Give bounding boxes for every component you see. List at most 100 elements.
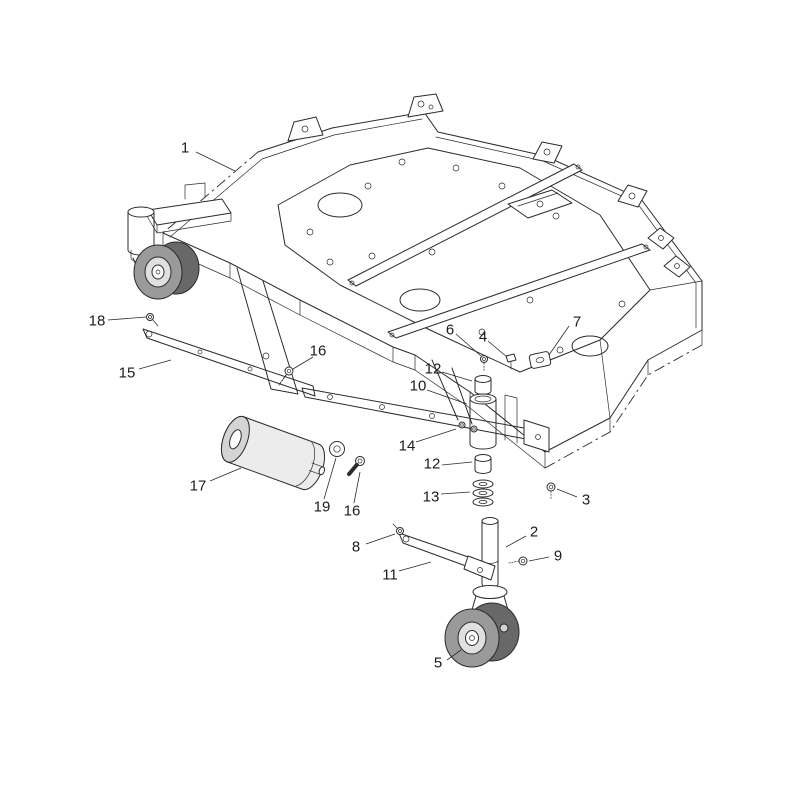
leader-15 — [138, 359, 172, 370]
left-caster-axle — [155, 269, 161, 275]
callout-labels: 1 18 15 16 17 19 16 6 4 7 12 10 14 12 13… — [89, 140, 591, 672]
callout-13: 13 — [423, 489, 440, 506]
roller-assembly — [220, 415, 365, 491]
deck-mount-box-hole — [536, 200, 544, 208]
roller-shaft-end — [318, 466, 326, 476]
hanger-gusset-right — [431, 359, 473, 425]
callout-6: 6 — [446, 322, 454, 339]
caster-spindle-stack — [469, 351, 556, 507]
top-bracket-3 — [532, 141, 563, 164]
bolt-18 — [146, 313, 159, 327]
deck-strap-lower — [387, 243, 651, 339]
leader-19 — [323, 457, 337, 500]
washer-stack-13 — [472, 479, 494, 507]
top-bracket-4 — [617, 184, 648, 208]
hanger-gusset-left-hole — [262, 352, 270, 360]
deck-channel-bracket — [504, 394, 518, 444]
deck-mount-box — [507, 189, 573, 219]
washer-19 — [329, 441, 345, 457]
side-bracket-2-hole — [674, 263, 680, 269]
strap-lower-hole-right — [643, 244, 649, 250]
side-bracket-1 — [647, 227, 675, 250]
deck-strap-upper — [347, 163, 583, 287]
clip-7 — [528, 351, 552, 369]
top-bracket-1 — [287, 116, 324, 142]
top-bracket-4-hole — [628, 192, 636, 200]
support-bar-hole-a — [327, 394, 333, 400]
callout-7: 7 — [573, 314, 581, 331]
deck-assembly — [162, 93, 703, 469]
top-bracket-3-hole — [543, 148, 551, 156]
callout-10: 10 — [410, 378, 427, 395]
leader-16-lower — [353, 471, 361, 504]
strap-upper-hole-right — [575, 164, 581, 170]
side-bracket-1-hole — [658, 235, 664, 241]
bolts-14 — [458, 421, 478, 433]
deck-rim-inner-offset-left — [169, 118, 423, 238]
callout-5: 5 — [434, 655, 442, 672]
pin-4 — [505, 353, 517, 370]
leader-11 — [398, 561, 432, 572]
callout-14: 14 — [399, 438, 416, 455]
caster-hub-bore-5 — [465, 630, 479, 646]
caster-axle-nut — [499, 623, 509, 633]
callout-16-upper: 16 — [310, 343, 327, 360]
callout-8: 8 — [352, 539, 360, 556]
front-support-bar — [301, 359, 550, 453]
spindle-hole-left — [317, 192, 363, 218]
left-caster-assembly — [127, 182, 232, 300]
leader-14 — [415, 428, 457, 443]
bolt-16-upper — [278, 366, 294, 386]
callout-18: 18 — [89, 313, 106, 330]
leader-9 — [528, 556, 550, 562]
spindle-hole-right — [571, 335, 609, 357]
spindle-hole-center — [399, 288, 441, 312]
callout-9: 9 — [554, 548, 562, 565]
caster-axle-5 — [469, 635, 475, 641]
leader-1 — [195, 151, 236, 172]
leader-12-upper — [441, 371, 473, 382]
callout-15: 15 — [119, 365, 136, 382]
spacer-12-upper — [474, 375, 492, 395]
leader-17 — [209, 467, 242, 482]
deck-mount-box-line — [517, 192, 559, 207]
bolt-9 — [508, 556, 528, 566]
top-bracket-2-hole-b — [428, 104, 434, 110]
washer-19-bore — [333, 445, 341, 453]
left-caster-stem-top — [127, 206, 155, 218]
leader-18 — [107, 316, 147, 321]
callout-4: 4 — [479, 329, 487, 346]
bolt-3 — [546, 482, 556, 501]
leader-5 — [446, 649, 462, 661]
roller-shaft-stub — [308, 462, 324, 475]
leader-3 — [556, 488, 578, 498]
leader-8 — [365, 533, 396, 545]
hanger-arm-15 — [142, 328, 316, 397]
support-bar-hole-c — [429, 413, 435, 419]
leader-12-lower — [441, 461, 473, 466]
bolt-16-lower — [347, 456, 365, 477]
callout-2: 2 — [530, 524, 538, 541]
left-caster-deck-link — [184, 182, 206, 200]
leader-4 — [487, 340, 508, 358]
callout-3: 3 — [582, 492, 590, 509]
strap-upper-hole-left — [349, 280, 355, 286]
hanger-arm-assembly — [142, 267, 316, 397]
callout-17: 17 — [190, 478, 207, 495]
callout-1: 1 — [181, 140, 189, 157]
spindle-housing-10 — [469, 393, 497, 450]
bolt-6 — [480, 355, 488, 372]
top-bracket-2-hole-a — [417, 100, 425, 108]
leader-13 — [440, 491, 471, 495]
leader-16-upper — [292, 356, 314, 370]
support-bar-end-bracket-hole — [535, 434, 541, 440]
callout-11: 11 — [382, 567, 398, 584]
caster-wheel-assembly — [392, 517, 528, 668]
hanger-arm-15-hole-a — [197, 349, 203, 355]
spindle-shaft-2 — [481, 517, 499, 588]
leader-2 — [505, 535, 527, 548]
top-bracket-2 — [407, 93, 444, 118]
left-caster-hub-bore — [151, 264, 165, 280]
